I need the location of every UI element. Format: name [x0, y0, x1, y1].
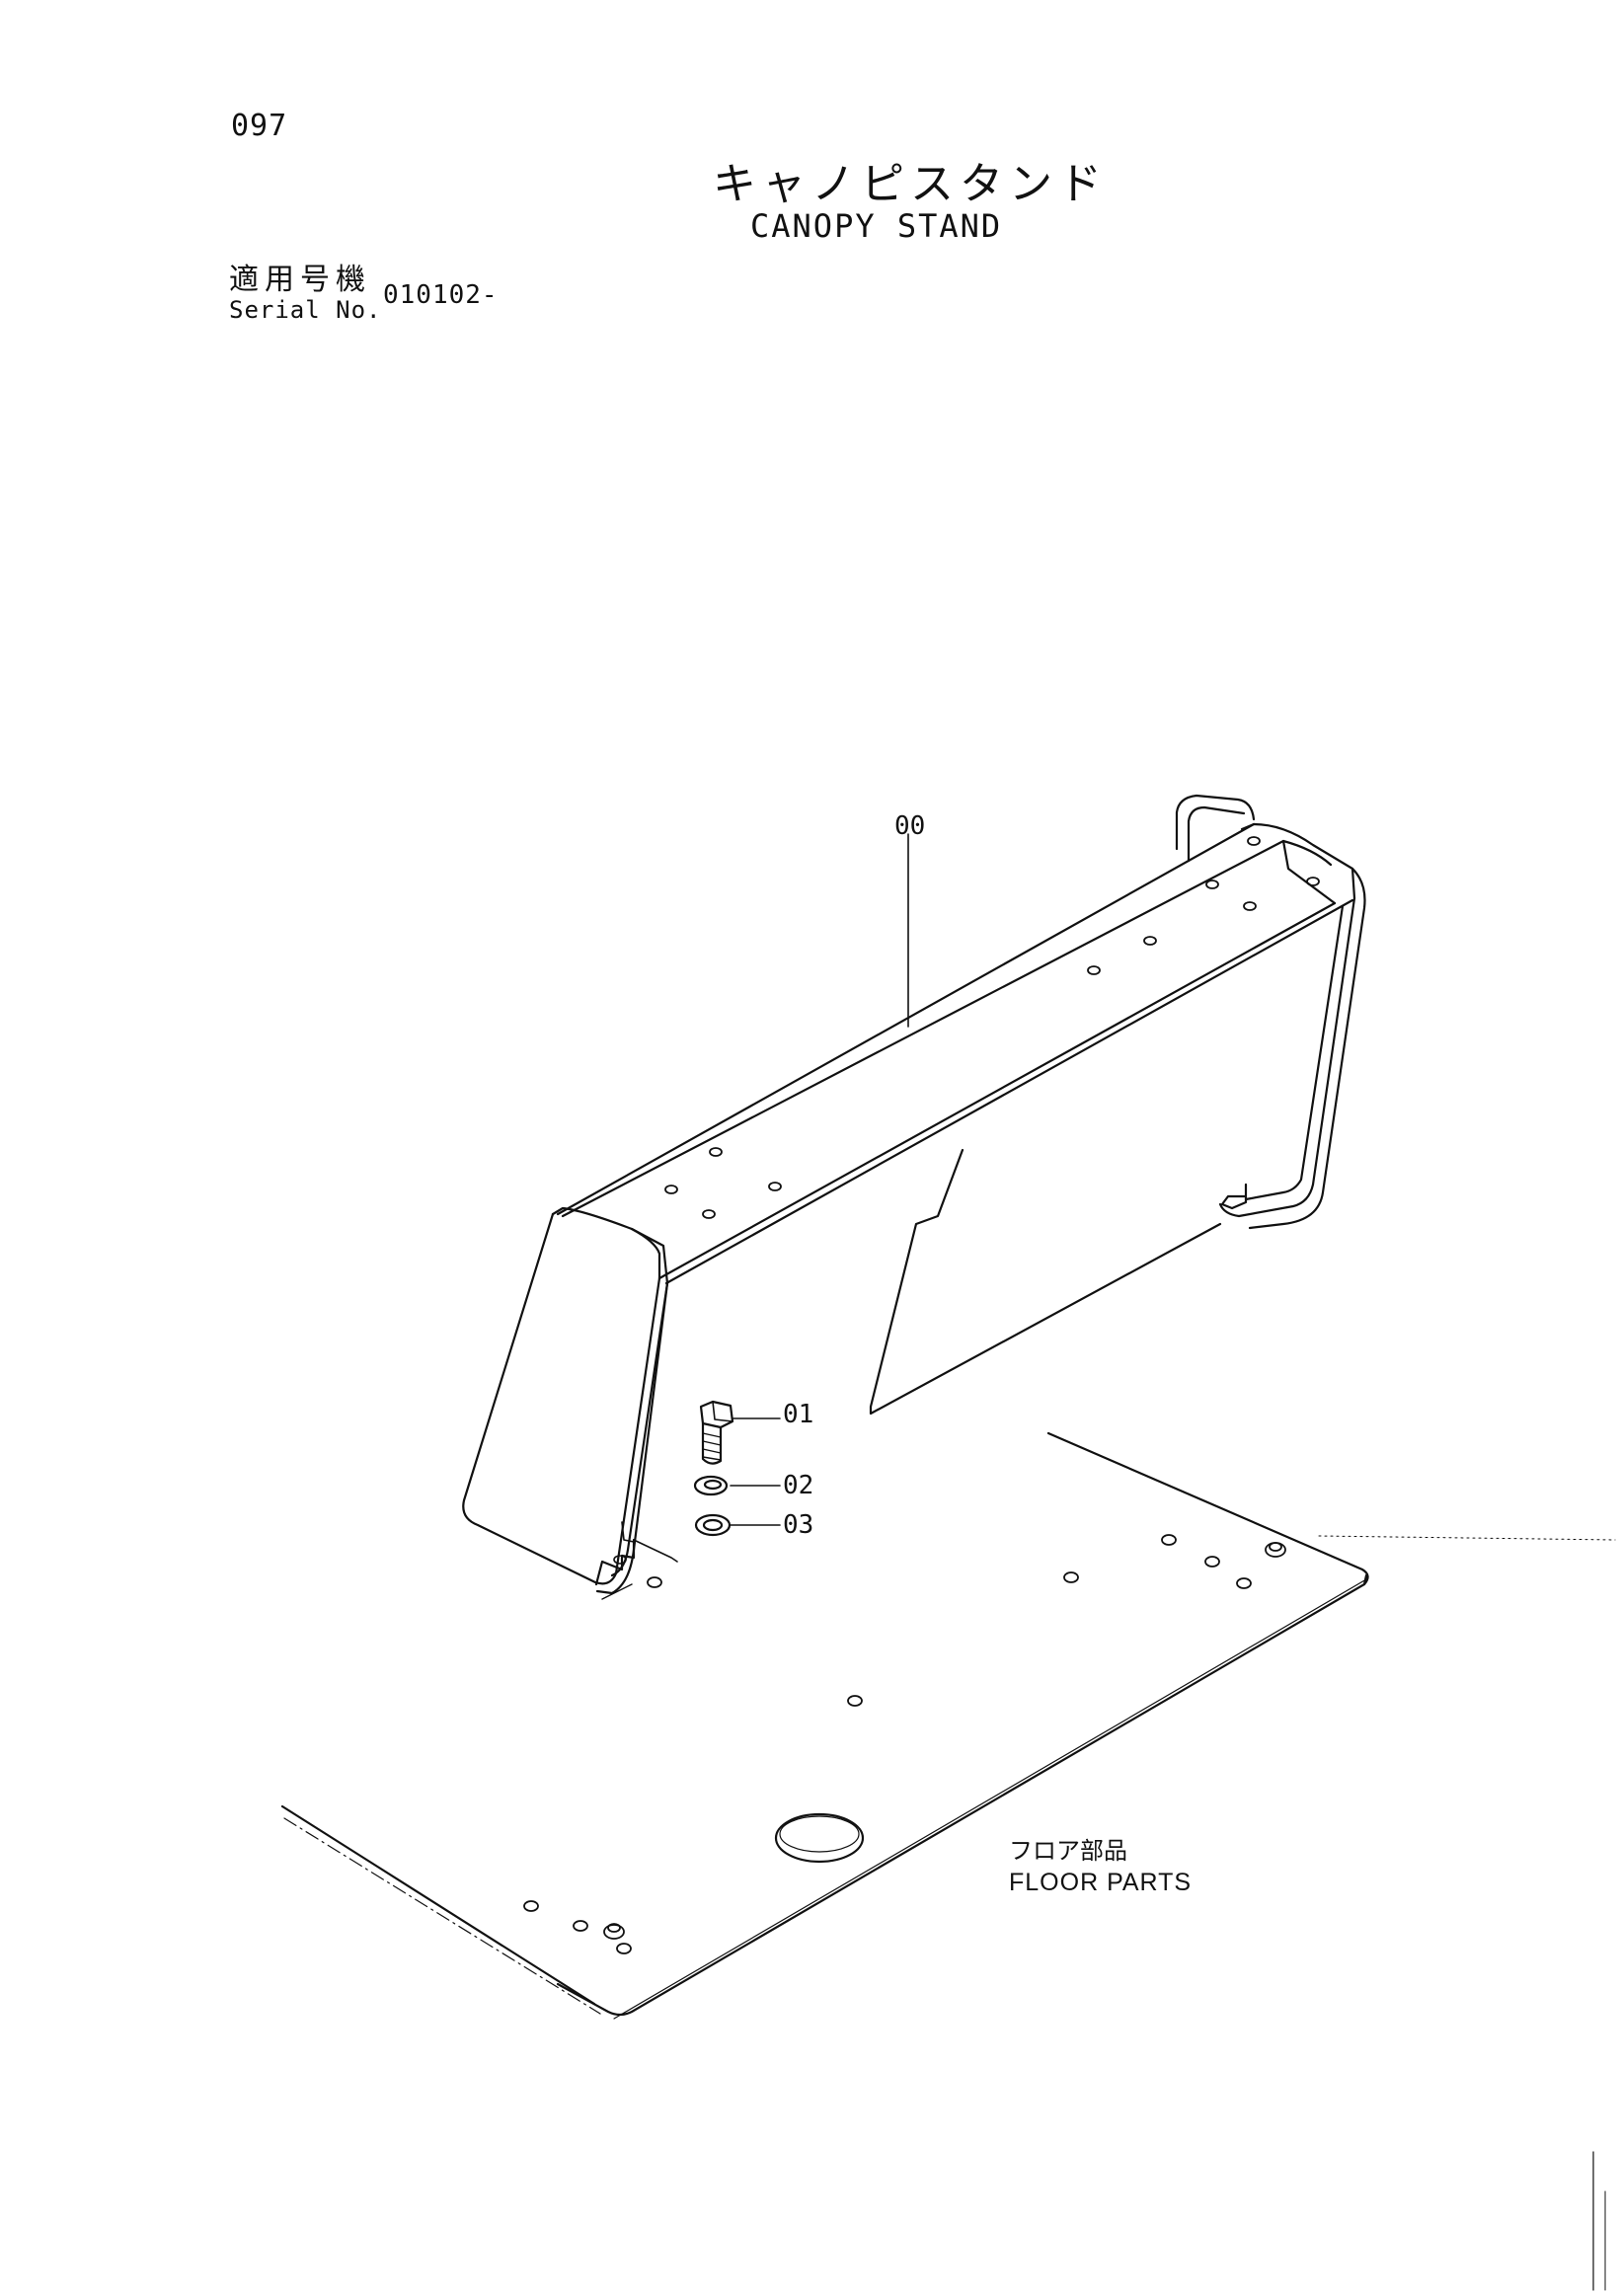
floor-parts-label-japanese: フロア部品: [1009, 1837, 1127, 1865]
leader-lines: [730, 833, 909, 1526]
callout-part-00: 00: [894, 811, 926, 841]
callout-part-03: 03: [783, 1510, 814, 1540]
floor-parts-label-english: FLOOR PARTS: [1009, 1869, 1193, 1896]
page-title-english: CANOPY STAND: [750, 207, 1003, 245]
spring-washer-part-02: [693, 1475, 729, 1496]
beam-bolt-holes: [664, 836, 1320, 1219]
serial-label-japanese: 適用号機: [229, 263, 371, 297]
page-number: 097: [231, 109, 288, 143]
bolt-part-01: [699, 1400, 734, 1465]
callout-part-02: 02: [783, 1471, 814, 1500]
floor-plate: [280, 1431, 1616, 2020]
floor-large-hole: [774, 1812, 865, 1864]
serial-label-english: Serial No.: [229, 296, 382, 324]
floor-bolt-holes: [523, 1534, 1286, 1954]
serial-number-value: 010102-: [383, 280, 499, 310]
washer-part-03: [694, 1513, 732, 1537]
canopy-stand: [462, 794, 1366, 1600]
callout-part-01: 01: [783, 1400, 814, 1429]
page-title-japanese: キャノピスタンド: [713, 159, 1108, 209]
